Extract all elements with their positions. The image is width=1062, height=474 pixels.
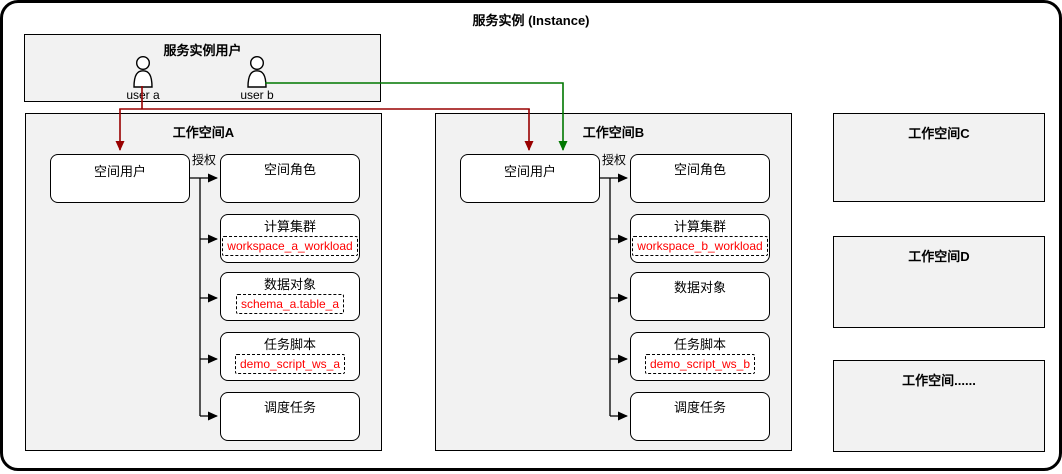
workspace-a-workload-code-box: workspace_a_workload xyxy=(222,236,358,256)
workspace-a-card-compute-cluster: 计算集群 workspace_a_workload xyxy=(220,214,360,263)
user-a-label: user a xyxy=(126,88,160,102)
workspace-a-title: 工作空间A xyxy=(172,125,235,140)
workspace-b-card-task-script: 任务脚本 demo_script_ws_b xyxy=(630,332,770,381)
workspace-a-card-space-role: 空间角色 xyxy=(220,154,360,203)
user-figure-a: user a xyxy=(103,55,183,102)
workspace-b-space-user-card: 空间用户 xyxy=(460,154,600,203)
workspace-b-auth-label: 授权 xyxy=(602,153,627,167)
workspace-a-space-user-card: 空间用户 xyxy=(50,154,190,203)
workspace-b-title: 工作空间B xyxy=(582,125,645,140)
workspace-b-card-schedule-task: 调度任务 xyxy=(630,392,770,441)
person-icon xyxy=(133,55,153,88)
workspace-a-card-schedule-task: 调度任务 xyxy=(220,392,360,441)
person-icon xyxy=(247,55,267,88)
workspace-a-auth-label: 授权 xyxy=(192,153,217,167)
workspace-a-card-data-object: 数据对象 schema_a.table_a xyxy=(220,272,360,321)
diagram-title: 服务实例 (Instance) xyxy=(472,13,590,28)
workspace-b-workload-code-box: workspace_b_workload xyxy=(632,236,768,256)
workspace-a-card-task-script: 任务脚本 demo_script_ws_a xyxy=(220,332,360,381)
workspace-b-card-data-object: 数据对象 xyxy=(630,272,770,321)
workspace-d-box: 工作空间D xyxy=(833,236,1045,328)
workspace-a-script-code-box: demo_script_ws_a xyxy=(234,354,346,374)
user-figure-b: user b xyxy=(217,55,297,102)
instance-users-box: 服务实例用户 user a user b xyxy=(24,34,381,102)
workspace-a-table-code-box: schema_a.table_a xyxy=(235,294,345,314)
instance-users-title: 服务实例用户 xyxy=(163,43,242,58)
workspace-a-box: 工作空间A 空间用户 授权 空间角色 计算集群 workspace_a_work… xyxy=(25,113,382,451)
workspace-c-box: 工作空间C xyxy=(833,113,1045,202)
user-b-label: user b xyxy=(240,88,274,102)
workspace-more-box: 工作空间...... xyxy=(833,360,1045,452)
workspace-b-card-compute-cluster: 计算集群 workspace_b_workload xyxy=(630,214,770,263)
workspace-b-script-code-box: demo_script_ws_b xyxy=(644,354,756,374)
workspace-b-card-space-role: 空间角色 xyxy=(630,154,770,203)
workspace-b-box: 工作空间B 空间用户 授权 空间角色 计算集群 workspace_b_work… xyxy=(435,113,792,451)
